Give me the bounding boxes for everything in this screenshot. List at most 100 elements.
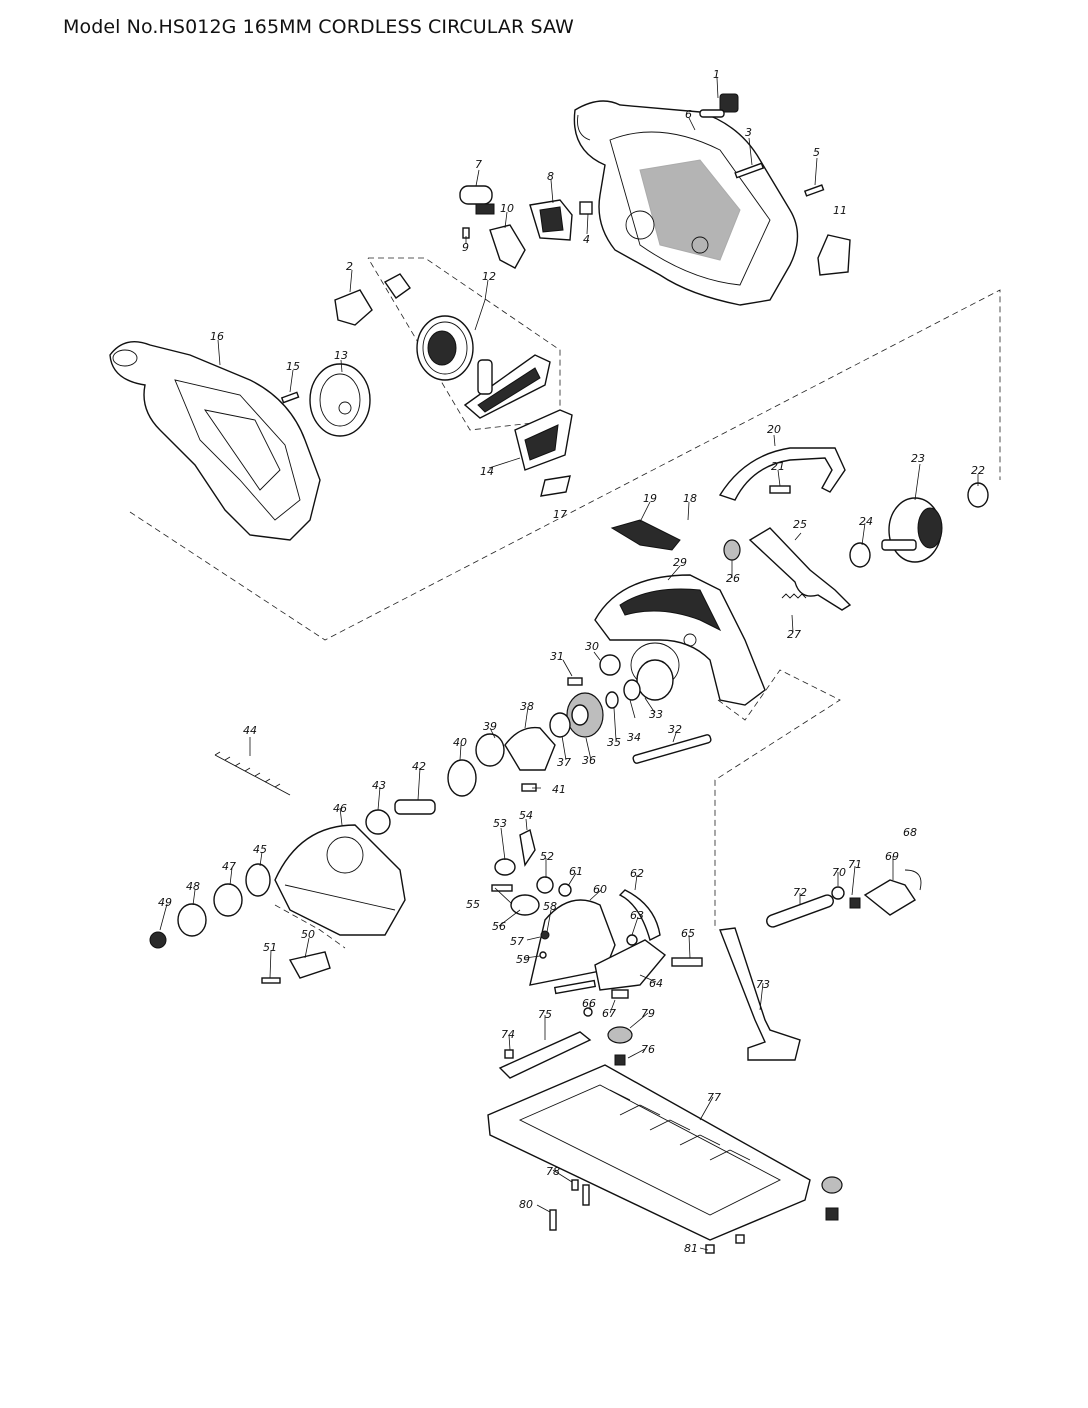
label-part-9: 9 [462,241,469,254]
part-lower-guard-46 [274,824,406,936]
label-part-79: 79 [641,1007,655,1020]
label-part-68: 68 [903,826,917,839]
part-label-11 [817,234,851,276]
label-part-67: 67 [602,1007,616,1020]
part-blade-guard-29 [594,574,766,706]
label-part-47: 47 [222,860,236,873]
part-stator-12 [416,315,474,381]
part-depth-guide-73 [719,927,801,1061]
label-part-14: 14 [480,465,494,478]
label-part-49: 49 [158,896,172,909]
leader-lines [159,77,979,1251]
part-motor-housing-6 [573,100,799,306]
label-part-42: 42 [412,760,426,773]
part-plate-25 [748,527,852,611]
label-part-17: 17 [553,508,567,521]
label-part-11: 11 [833,204,847,217]
label-part-70: 70 [832,866,846,879]
part-base-77 [487,1064,811,1241]
part-lever-50 [261,951,331,984]
label-part-41: 41 [552,783,566,796]
label-part-24: 24 [859,515,873,528]
label-part-23: 23 [911,452,925,465]
part-washers-45-47-48 [149,863,271,949]
part-lever-19 [610,519,681,551]
label-part-21: 21 [771,460,785,473]
label-part-27: 27 [787,628,801,641]
label-part-29: 29 [673,556,687,569]
part-labels: 1 2 3 4 5 6 7 8 9 10 11 12 13 14 15 16 1… [158,68,985,1255]
label-part-65: 65 [681,927,695,940]
part-handle-20 [718,447,846,501]
label-part-39: 39 [483,720,497,733]
label-part-46: 46 [333,802,347,815]
label-part-56: 56 [492,920,506,933]
label-part-4: 4 [583,233,590,246]
part-small-hardware [491,828,703,1017]
label-part-59: 59 [516,953,530,966]
part-terminal-8 [529,199,573,241]
label-part-43: 43 [372,779,386,792]
label-part-62: 62 [630,867,644,880]
label-part-75: 75 [538,1008,552,1021]
label-part-81: 81 [684,1242,698,1255]
label-part-72: 72 [793,886,807,899]
label-part-73: 73 [756,978,770,991]
label-part-69: 69 [885,850,899,863]
part-bevel-bracket-60 [529,889,667,991]
label-part-16: 16 [210,330,224,343]
part-spring-27 [781,593,807,599]
label-part-54: 54 [519,809,533,822]
label-part-38: 38 [520,700,534,713]
part-led-10 [489,224,526,269]
label-part-18: 18 [683,492,697,505]
label-part-2: 2 [346,260,353,273]
label-part-20: 20 [767,423,781,436]
label-part-5: 5 [813,146,820,159]
label-part-36: 36 [582,754,596,767]
part-connector-7 [459,185,495,215]
part-armature-23 [849,482,989,568]
part-screws-3-5-15 [280,162,825,404]
part-screws-78-80-81 [504,1049,745,1254]
label-part-58: 58 [543,900,557,913]
label-part-78: 78 [546,1165,560,1178]
label-part-55: 55 [466,898,480,911]
label-part-45: 45 [253,843,267,856]
part-gear-stack [365,654,712,835]
part-housing-half-16 [109,341,321,541]
label-part-8: 8 [547,170,554,183]
label-part-77: 77 [707,1091,721,1104]
label-part-50: 50 [301,928,315,941]
label-part-51: 51 [263,941,277,954]
label-part-6: 6 [685,108,692,121]
label-part-26: 26 [726,572,740,585]
label-part-1: 1 [713,68,720,81]
label-part-40: 40 [453,736,467,749]
label-part-15: 15 [286,360,300,373]
label-part-32: 32 [668,723,682,736]
part-pin-72 [766,869,922,928]
label-part-74: 74 [501,1028,515,1041]
label-part-25: 25 [793,518,807,531]
label-part-60: 60 [593,883,607,896]
label-part-57: 57 [510,935,524,948]
label-part-61: 61 [569,865,583,878]
label-part-22: 22 [971,464,985,477]
label-part-12: 12 [482,270,496,283]
part-shaft-44 [214,751,291,796]
assembly-guide-lines [129,257,1001,949]
label-part-13: 13 [334,349,348,362]
label-part-10: 10 [500,202,514,215]
label-part-76: 76 [641,1043,655,1056]
part-knob-79 [607,1026,843,1221]
page-title: Model No.HS012G 165MM CORDLESS CIRCULAR … [63,16,574,38]
label-part-66: 66 [582,997,596,1010]
label-part-33: 33 [649,708,663,721]
part-key-1 [699,93,739,118]
label-part-31: 31 [550,650,564,663]
label-part-35: 35 [607,736,621,749]
label-part-7: 7 [475,158,482,171]
part-clip-4 [579,201,593,215]
label-part-52: 52 [540,850,554,863]
